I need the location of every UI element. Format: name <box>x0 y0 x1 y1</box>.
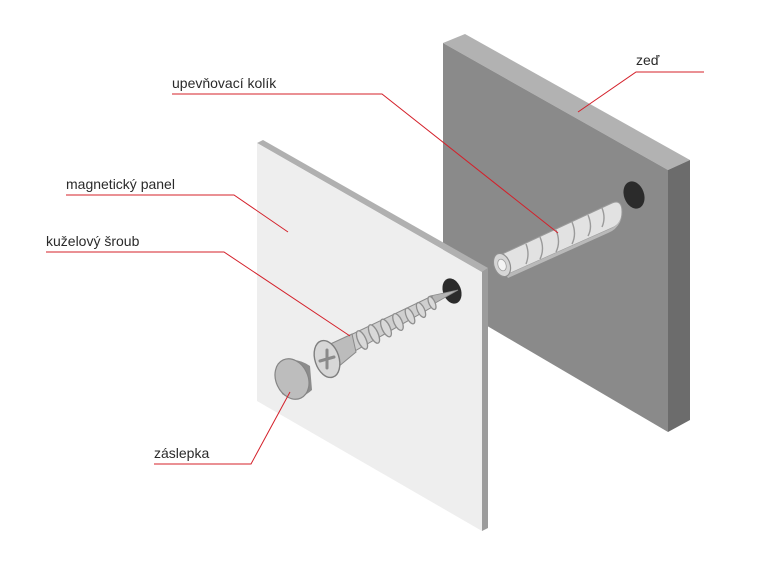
panel-top-edge <box>257 140 488 272</box>
wall-side-face <box>668 160 690 432</box>
leader-screw <box>46 251 351 337</box>
cap-face <box>274 358 310 400</box>
leader-dowel <box>172 93 559 234</box>
panel-side-edge <box>482 268 488 531</box>
leader-cap <box>154 391 291 465</box>
leader-lines <box>46 71 704 465</box>
countersunk-screw-icon <box>313 289 459 379</box>
label-cap: záslepka <box>154 445 210 461</box>
label-wall: zeď <box>636 52 660 68</box>
screw-threads <box>355 295 437 350</box>
label-magnetic-panel: magnetický panel <box>66 176 175 192</box>
dowel-opening <box>497 258 507 272</box>
wall-plug-icon <box>492 201 623 278</box>
leader-panel <box>66 194 289 233</box>
phillips-cross-icon <box>318 348 336 370</box>
screw-cap-icon <box>274 358 312 400</box>
wall-hole <box>623 181 645 209</box>
label-screw: kuželový šroub <box>46 233 140 249</box>
leader-wall <box>577 71 704 113</box>
label-dowel: upevňovací kolík <box>172 75 277 91</box>
wall-top-face <box>443 34 690 170</box>
dowel-shade <box>506 214 622 278</box>
